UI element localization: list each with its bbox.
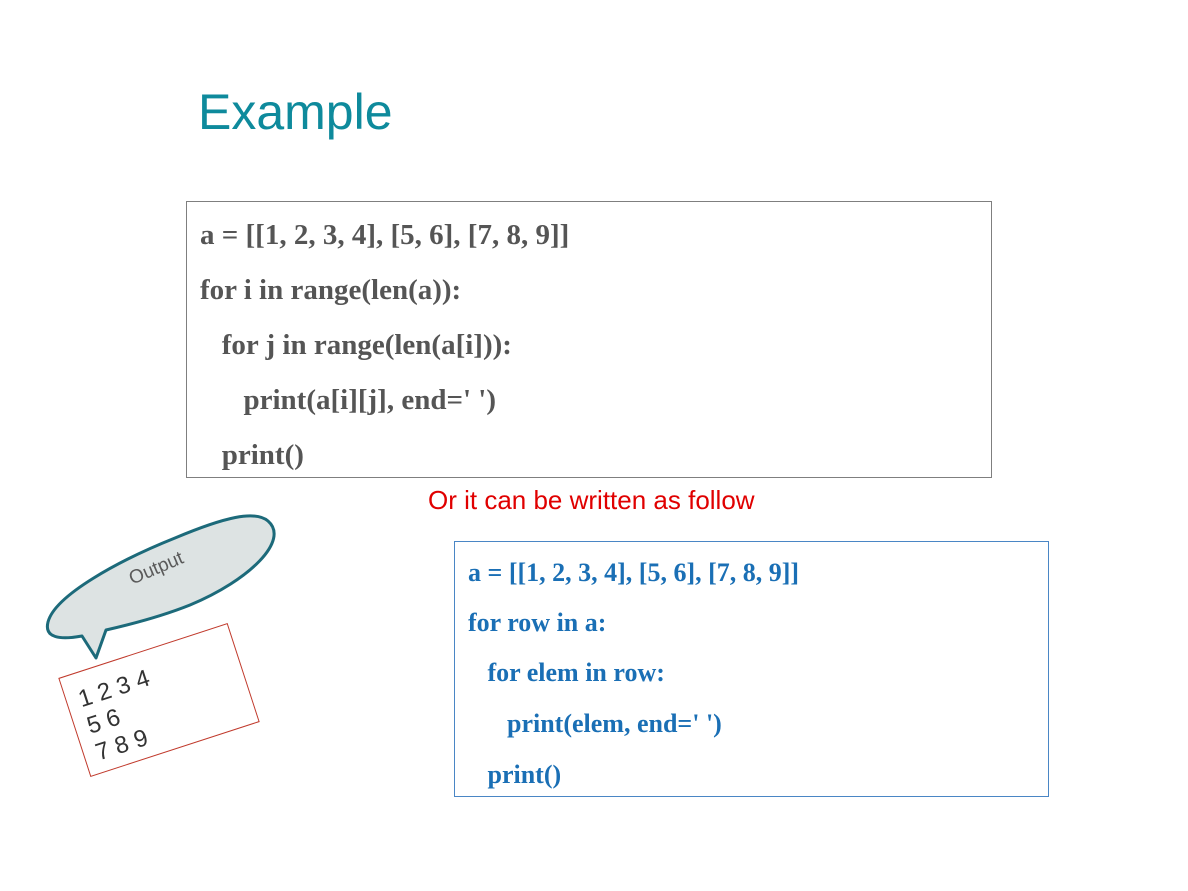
main-code-block: a = [[1, 2, 3, 4], [5, 6], [7, 8, 9]] fo… xyxy=(186,201,992,478)
code-line: a = [[1, 2, 3, 4], [5, 6], [7, 8, 9]] xyxy=(200,219,570,251)
code-line: print(a[i][j], end=' ') xyxy=(200,384,497,416)
code-line: for elem in row: xyxy=(468,658,665,687)
alternative-note: Or it can be written as follow xyxy=(428,485,755,515)
code-line: for row in a: xyxy=(468,608,607,637)
code-line: for j in range(len(a[i])): xyxy=(200,329,512,361)
slide-title: Example xyxy=(198,84,393,140)
code-line: for i in range(len(a)): xyxy=(200,274,462,306)
code-line: print() xyxy=(200,439,304,471)
alternative-code-block: a = [[1, 2, 3, 4], [5, 6], [7, 8, 9]] fo… xyxy=(454,541,1049,797)
code-line: print(elem, end=' ') xyxy=(468,709,722,738)
code-line: a = [[1, 2, 3, 4], [5, 6], [7, 8, 9]] xyxy=(468,558,800,587)
speech-bubble-icon xyxy=(45,514,276,660)
code-line: print() xyxy=(468,760,562,789)
